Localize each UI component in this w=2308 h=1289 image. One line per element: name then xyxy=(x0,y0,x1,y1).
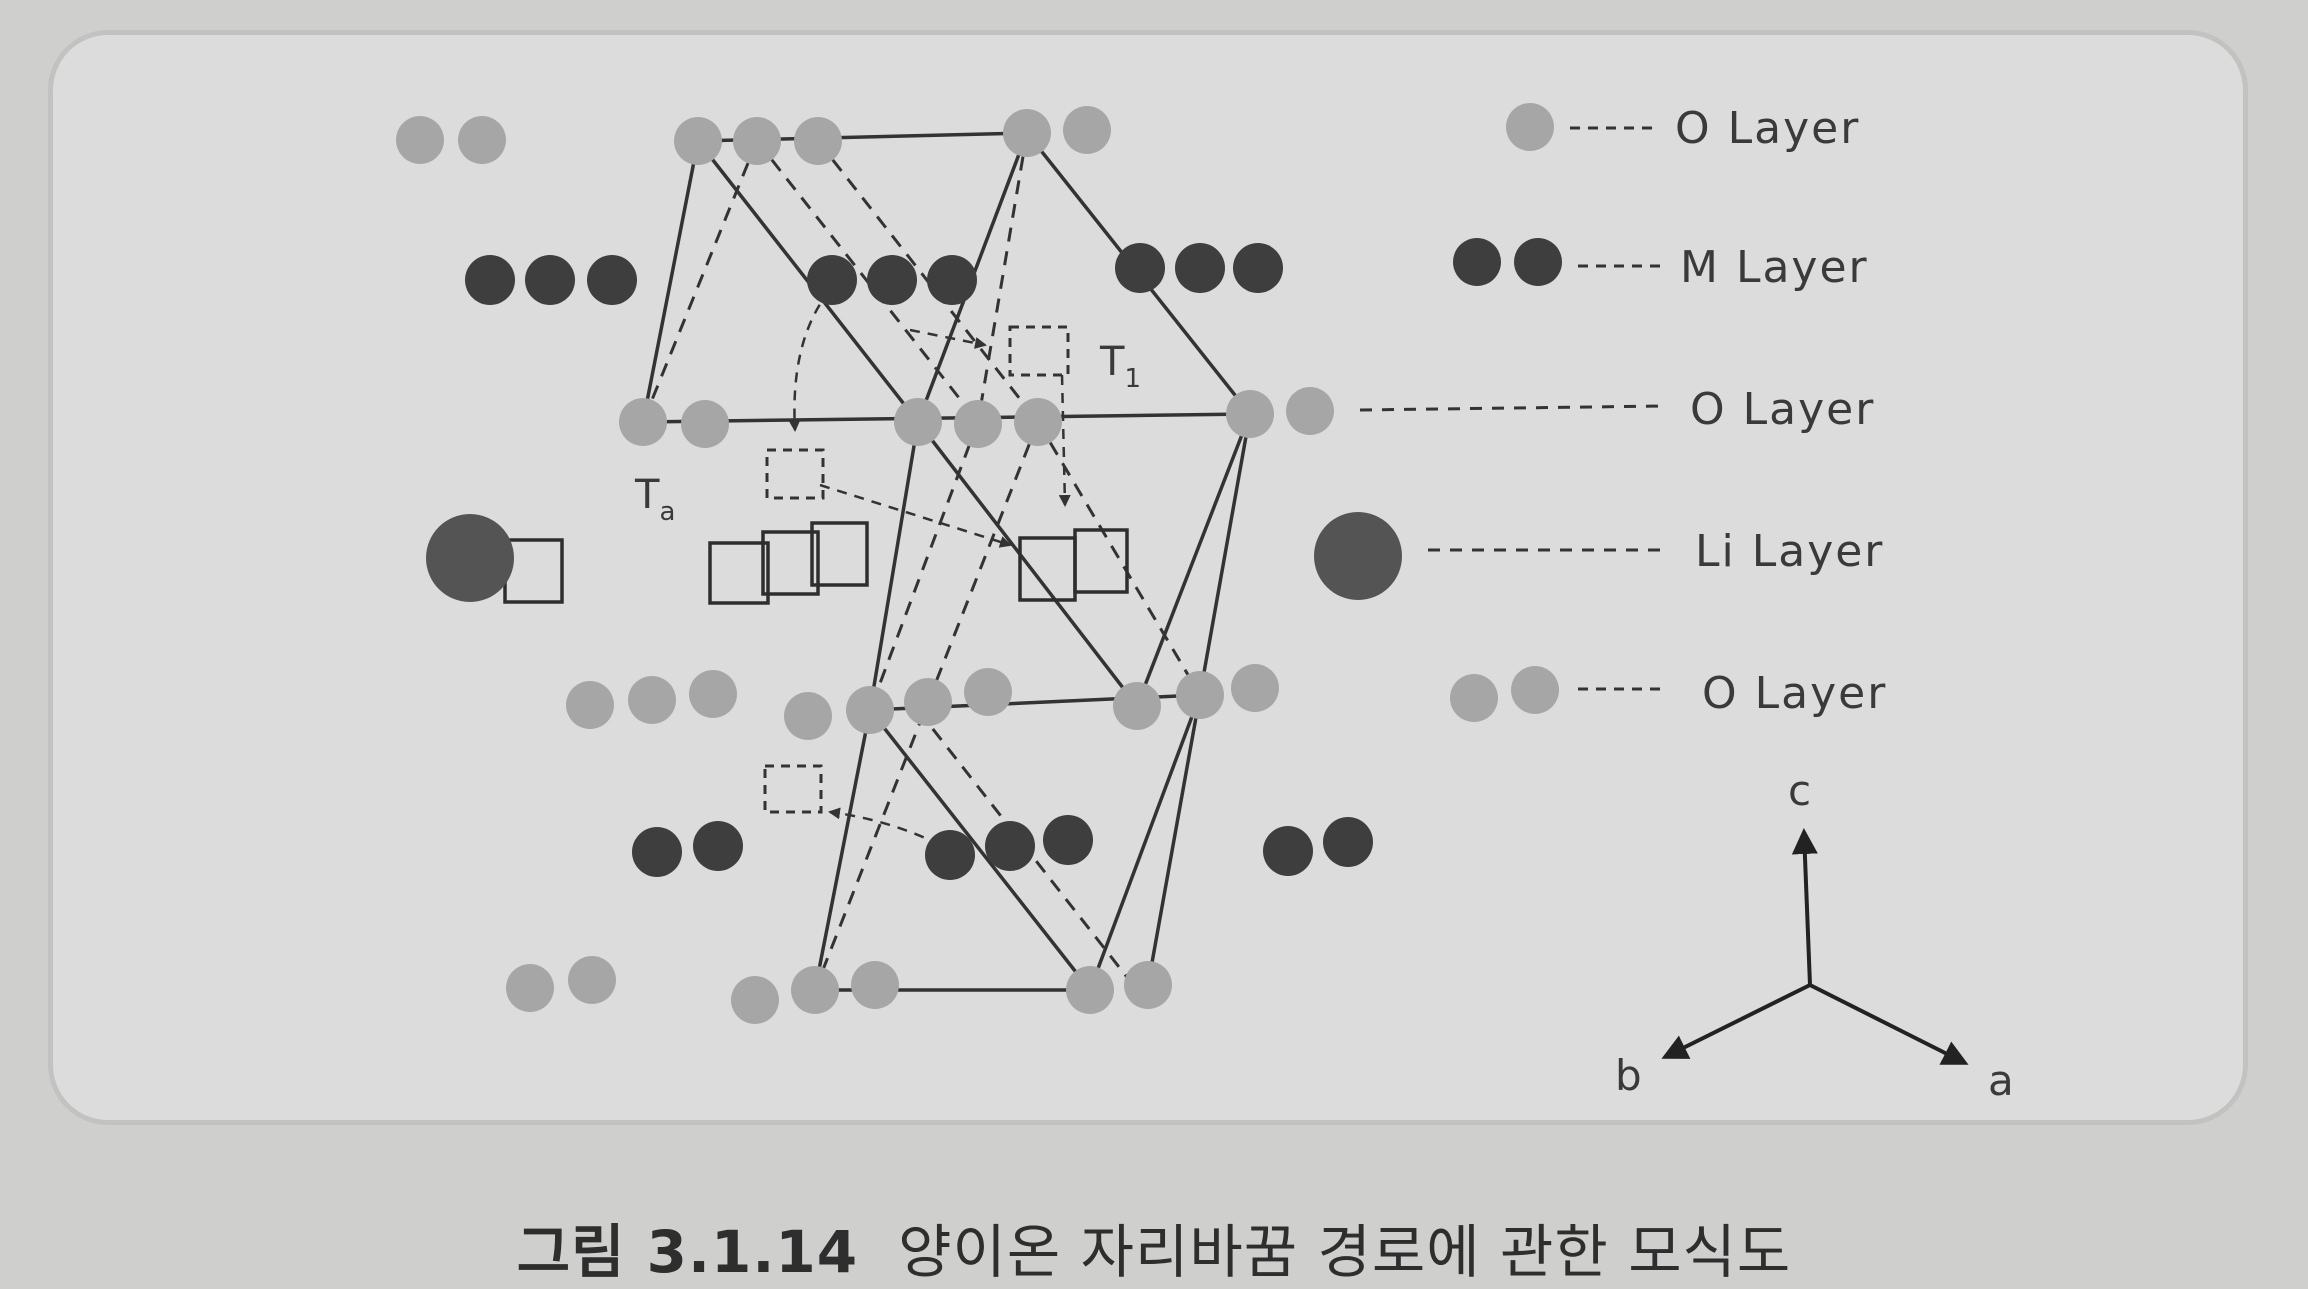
o-atom xyxy=(731,976,779,1024)
o-atom xyxy=(846,686,894,734)
tetrahedral-sites xyxy=(763,325,1070,814)
m-atom xyxy=(1263,826,1313,876)
legend-m-layer: M Layer xyxy=(1680,242,1869,293)
o-atom xyxy=(1231,664,1279,712)
site-label-ta: Ta xyxy=(634,472,675,527)
legend-o-layer-bottom: O Layer xyxy=(1702,668,1887,719)
vacancy-squares xyxy=(503,521,1129,605)
o-atom xyxy=(1286,387,1334,435)
o-atom xyxy=(904,678,952,726)
m-atoms xyxy=(465,243,1373,880)
o-atom xyxy=(1113,682,1161,730)
m-atom xyxy=(632,827,682,877)
m-atom xyxy=(465,255,515,305)
migration-arrows xyxy=(788,289,1071,847)
o-atom xyxy=(566,681,614,729)
m-atom xyxy=(1043,815,1093,865)
m-atom xyxy=(807,255,857,305)
legend-m-atom xyxy=(1514,238,1562,286)
li-atom xyxy=(426,514,514,602)
o-atom xyxy=(794,117,842,165)
m-atom xyxy=(927,255,977,305)
o-atom xyxy=(954,400,1002,448)
o-atom xyxy=(681,400,729,448)
legend-o-layer-top: O Layer xyxy=(1675,103,1860,154)
o-atom xyxy=(791,966,839,1014)
o-atom xyxy=(851,961,899,1009)
o-atom xyxy=(1124,961,1172,1009)
axis-label-a: a xyxy=(1988,1056,2014,1105)
o-atom xyxy=(458,116,506,164)
o-atom xyxy=(784,692,832,740)
m-atom xyxy=(1233,243,1283,293)
lattice-frame xyxy=(641,131,1252,992)
figure-panel xyxy=(48,30,2248,1125)
legend-o-layer-mid: O Layer xyxy=(1690,384,1875,435)
o-atom xyxy=(733,117,781,165)
li-atoms xyxy=(426,512,1402,602)
legend-o-atom xyxy=(1506,103,1554,151)
caption-title: 양이온 자리바꿈 경로에 관한 모식도 xyxy=(898,1218,1792,1286)
li-atom xyxy=(1314,512,1402,600)
legend-o-atom xyxy=(1511,666,1559,714)
m-atom xyxy=(1323,817,1373,867)
m-atom xyxy=(867,255,917,305)
site-label-t1: T1 xyxy=(1099,339,1141,394)
o-atom xyxy=(1176,671,1224,719)
o-atom xyxy=(1014,398,1062,446)
o-atom xyxy=(1226,390,1274,438)
o-atom xyxy=(674,117,722,165)
caption-figure-number: 그림 3.1.14 xyxy=(516,1218,859,1286)
o-atom xyxy=(628,676,676,724)
o-atom xyxy=(894,398,942,446)
axis-triad xyxy=(1661,828,1969,1065)
m-atom xyxy=(1175,243,1225,293)
figure-caption: 그림 3.1.14 양이온 자리바꿈 경로에 관한 모식도 xyxy=(0,1205,2308,1289)
m-atom xyxy=(985,821,1035,871)
m-atom xyxy=(1115,243,1165,293)
o-atom xyxy=(396,116,444,164)
legend-li-layer: Li Layer xyxy=(1695,526,1884,577)
legend-o-atom xyxy=(1450,674,1498,722)
o-atom xyxy=(506,964,554,1012)
m-atom xyxy=(693,821,743,871)
legend-m-atom xyxy=(1453,238,1501,286)
axis-label-b: b xyxy=(1615,1051,1642,1100)
o-atoms xyxy=(396,106,1334,1024)
o-atom xyxy=(964,668,1012,716)
m-atom xyxy=(925,830,975,880)
axis-label-c: c xyxy=(1788,766,1811,815)
o-atom xyxy=(689,670,737,718)
m-atom xyxy=(525,255,575,305)
m-atom xyxy=(587,255,637,305)
o-atom xyxy=(1003,109,1051,157)
o-atom xyxy=(1066,966,1114,1014)
o-atom xyxy=(1063,106,1111,154)
o-atom xyxy=(619,398,667,446)
legend: O Layer M Layer O Layer Li Layer O Layer xyxy=(1450,103,1887,722)
o-atom xyxy=(568,956,616,1004)
